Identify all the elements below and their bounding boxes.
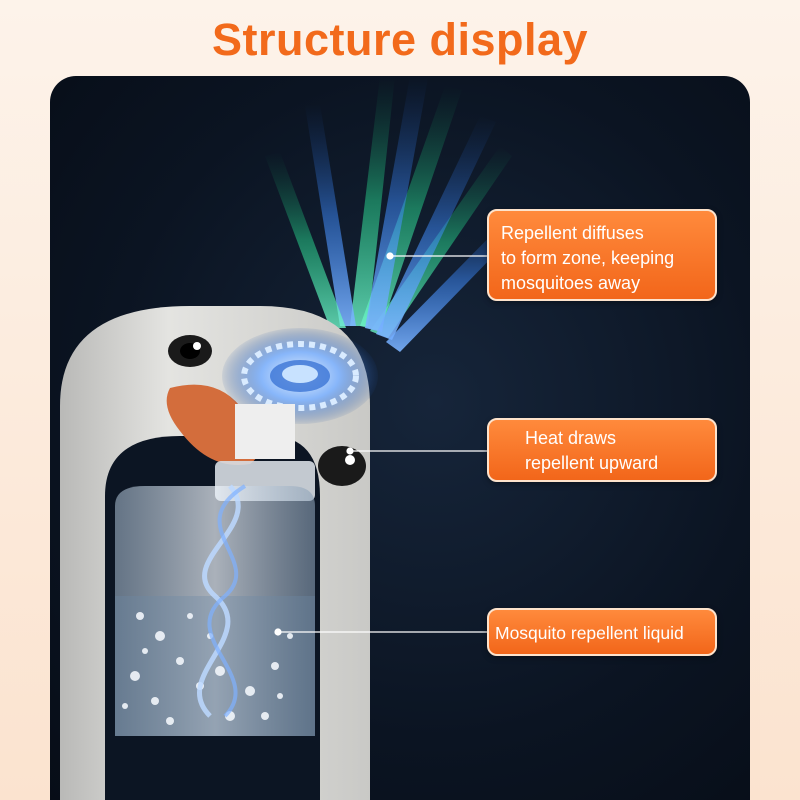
callout-repellent-liquid: Mosquito repellent liquid — [487, 608, 717, 656]
liquid-bottle — [115, 486, 315, 736]
right-eye-icon — [318, 446, 366, 486]
callout-repellent-diffuses: Repellent diffuses to form zone, keeping… — [487, 209, 717, 301]
callout-line: mosquitoes away — [501, 273, 641, 293]
bubbles — [122, 612, 293, 725]
callout-line: Repellent diffuses — [501, 223, 644, 243]
page-title: Structure display — [211, 14, 589, 65]
callout-line: repellent upward — [525, 453, 659, 473]
product-panel: Repellent diffuses to form zone, keeping… — [50, 76, 750, 800]
left-eye-icon — [168, 335, 212, 367]
penguin-device-illustration — [60, 76, 530, 800]
heating-coil-ring-icon — [222, 328, 378, 424]
callout-line: to form zone, keeping — [501, 248, 675, 268]
vapor-swirl — [196, 484, 241, 718]
wick-neck — [235, 404, 295, 459]
callout-line: Mosquito repellent liquid — [495, 623, 684, 643]
callout-line: Heat draws — [525, 428, 617, 448]
pointer-lines — [274, 252, 487, 636]
callout-heat-draws: Heat draws repellent upward — [487, 418, 717, 482]
